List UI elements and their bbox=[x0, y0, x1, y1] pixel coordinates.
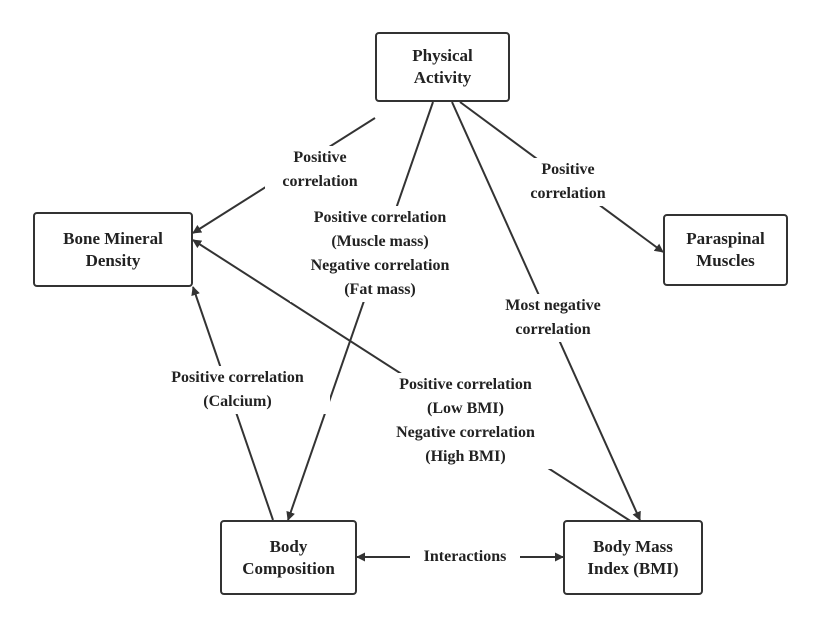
paraspinal-muscles-node: Paraspinal Muscles bbox=[663, 214, 788, 286]
edge-label-interactions: Interactions bbox=[410, 545, 520, 569]
physical-activity-node: Physical Activity bbox=[375, 32, 510, 102]
edge-pa-to-body-composition bbox=[286, 101, 434, 521]
edge-label-pa-body-composition: Positive correlation (Muscle mass) Negat… bbox=[290, 206, 470, 302]
body-composition-node: Body Composition bbox=[220, 520, 357, 595]
edge-label-bmi-bmd: Positive correlation (Low BMI) Negative … bbox=[373, 373, 558, 469]
bone-mineral-density-node: Bone Mineral Density bbox=[33, 212, 193, 287]
edge-label-body-composition-bmd: Positive correlation (Calcium) bbox=[145, 366, 330, 414]
edge-label-pa-paraspinal: Positive correlation bbox=[513, 158, 623, 206]
edge-label-pa-bmd: Positive correlation bbox=[265, 146, 375, 194]
bmi-node: Body Mass Index (BMI) bbox=[563, 520, 703, 595]
edge-label-pa-bmi: Most negative correlation bbox=[478, 294, 628, 342]
